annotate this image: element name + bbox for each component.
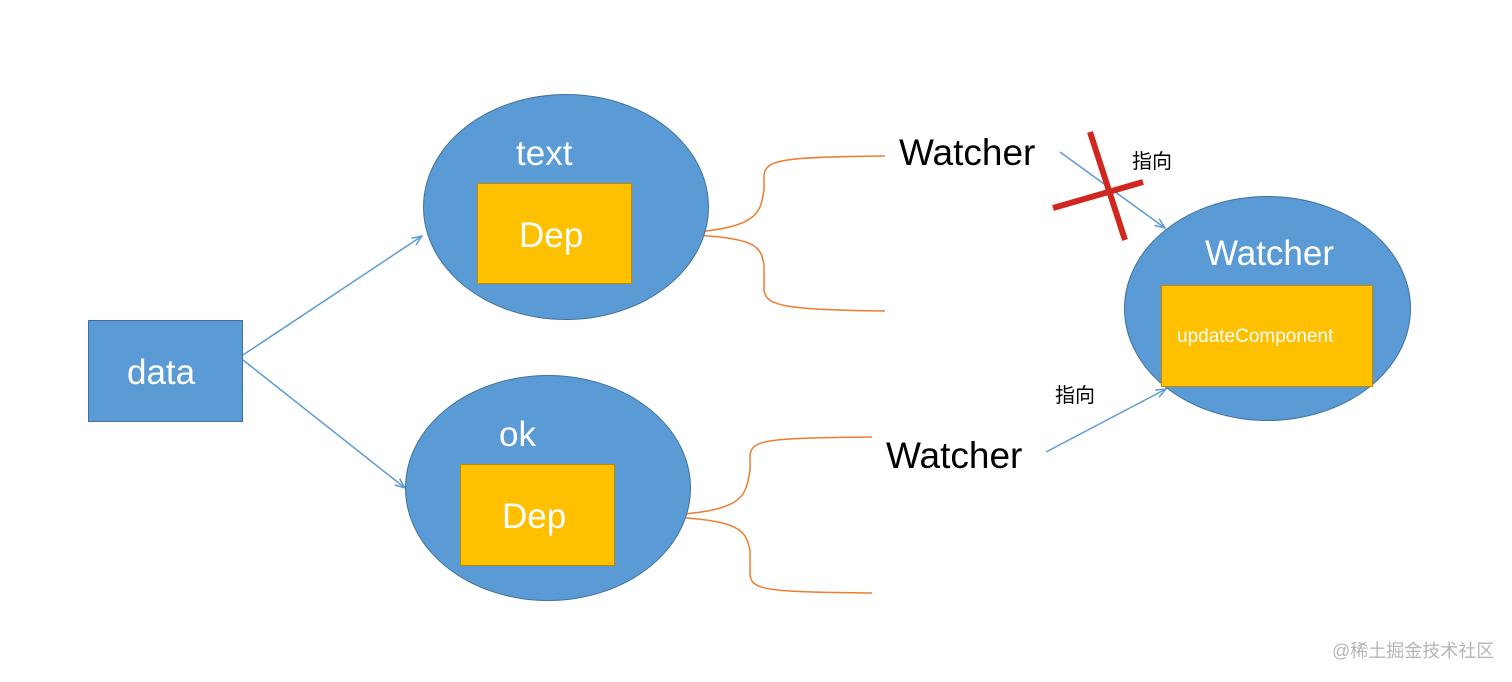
watermark: @稀土掘金技术社区 bbox=[1332, 641, 1495, 661]
brace-ok-lower bbox=[621, 515, 873, 594]
watcher-ok-label: Watcher bbox=[886, 435, 1023, 476]
dep-ok-label: Dep bbox=[502, 497, 567, 536]
dep-box-text bbox=[477, 183, 632, 284]
update-component-box bbox=[1161, 285, 1373, 387]
arrow-data-to-text bbox=[242, 236, 422, 356]
dep-box-ok bbox=[460, 464, 615, 566]
update-component-label: updateComponent bbox=[1177, 326, 1334, 347]
brace-ok-upper bbox=[621, 436, 873, 517]
ok-ellipse-label: ok bbox=[499, 415, 536, 454]
pointer-label-crossed: 指向 bbox=[1132, 151, 1172, 173]
render-watcher-label: Watcher bbox=[1205, 234, 1335, 273]
dep-text-label: Dep bbox=[519, 216, 584, 255]
arrow-data-to-ok bbox=[242, 359, 405, 488]
brace-text-upper bbox=[639, 155, 886, 235]
watcher-text-label: Watcher bbox=[899, 132, 1036, 173]
cross-mark bbox=[1052, 131, 1144, 241]
arrow-watcher-ok-to-render bbox=[1045, 389, 1166, 453]
data-node-label: data bbox=[127, 353, 196, 392]
text-ellipse-label: text bbox=[516, 134, 573, 173]
brace-text-lower bbox=[639, 233, 886, 312]
pointer-label-active: 指向 bbox=[1055, 385, 1095, 407]
data-node bbox=[88, 320, 243, 422]
